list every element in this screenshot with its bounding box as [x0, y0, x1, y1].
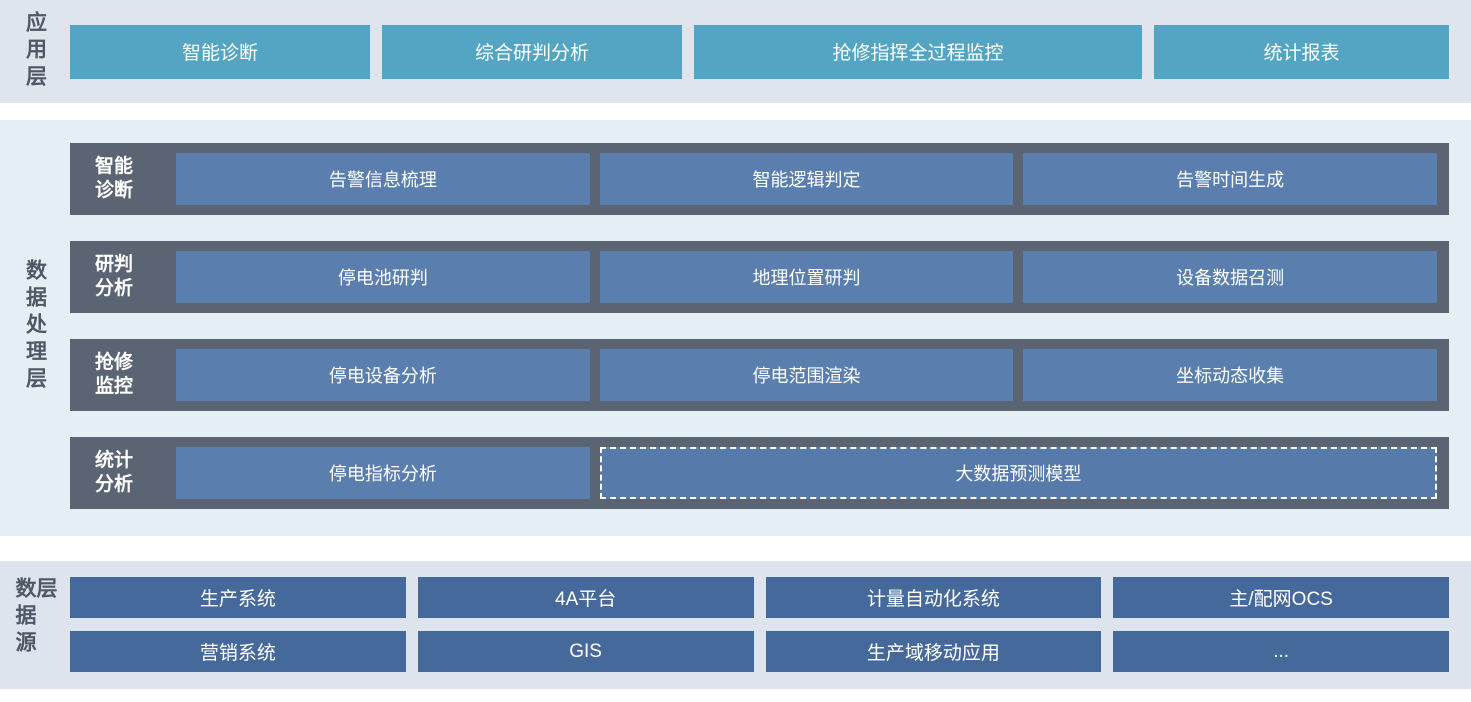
process-box-outage-range-rendering: 停电范围渲染	[599, 349, 1014, 401]
process-box-outage-indicator-analysis: 停电指标分析	[176, 447, 590, 499]
source-layer-label: 数据源层	[13, 577, 57, 658]
process-row-judgment-analysis: 研判分析 停电池研判 地理位置研判 设备数据召测	[70, 241, 1449, 313]
process-row-boxes: 停电池研判 地理位置研判 设备数据召测	[176, 251, 1438, 303]
processing-layer-band: 数据处理层 智能诊断 告警信息梳理 智能逻辑判定 告警时间生成 研判分析 停电池…	[0, 120, 1471, 536]
source-box-4a-platform: 4A平台	[417, 577, 754, 618]
processing-layer-label: 数据处理层	[23, 258, 47, 394]
app-block-intelligent-diagnosis: 智能诊断	[70, 24, 370, 79]
process-row-boxes: 停电指标分析 大数据预测模型	[176, 447, 1437, 499]
process-row-boxes: 停电设备分析 停电范围渲染 坐标动态收集	[176, 349, 1438, 401]
process-box-outage-device-analysis: 停电设备分析	[176, 349, 590, 401]
process-row-label: 统计分析	[95, 450, 134, 495]
process-box-big-data-prediction-model: 大数据预测模型	[599, 447, 1437, 499]
source-box-production-system: 生产系统	[70, 577, 406, 618]
application-layer-label: 应用层	[23, 11, 47, 92]
source-layer-content: 生产系统 4A平台 计量自动化系统 主/配网OCS 营销系统 GIS 生产域移动…	[70, 577, 1449, 672]
process-box-alarm-info-sorting: 告警信息梳理	[176, 153, 590, 205]
source-box-ellipsis: ...	[1113, 631, 1449, 672]
process-row-label: 抢修监控	[95, 352, 134, 397]
app-block-comprehensive-analysis: 综合研判分析	[382, 24, 682, 79]
process-row-boxes: 告警信息梳理 智能逻辑判定 告警时间生成	[176, 153, 1438, 205]
process-row-label: 研判分析	[95, 254, 134, 299]
process-row-intelligent-diagnosis: 智能诊断 告警信息梳理 智能逻辑判定 告警时间生成	[70, 143, 1449, 215]
source-box-production-mobile-app: 生产域移动应用	[765, 631, 1102, 672]
source-box-marketing-system: 营销系统	[70, 631, 406, 672]
source-box-metering-automation-system: 计量自动化系统	[765, 577, 1102, 618]
source-box-main-distribution-ocs: 主/配网OCS	[1113, 577, 1449, 618]
process-box-device-data-call-test: 设备数据召测	[1023, 251, 1438, 303]
source-box-gis: GIS	[417, 631, 754, 672]
process-box-intelligent-logic-judgment: 智能逻辑判定	[599, 153, 1014, 205]
source-layer-label-column: 数据源层	[0, 577, 70, 672]
process-row-repair-monitoring: 抢修监控 停电设备分析 停电范围渲染 坐标动态收集	[70, 339, 1449, 411]
processing-layer-label-column: 数据处理层	[0, 143, 70, 509]
processing-layer-content: 智能诊断 告警信息梳理 智能逻辑判定 告警时间生成 研判分析 停电池研判 地理位…	[70, 143, 1449, 509]
app-block-statistical-reports: 统计报表	[1154, 24, 1449, 79]
app-block-repair-command-monitoring: 抢修指挥全过程监控	[694, 24, 1142, 79]
process-box-outage-battery-judgment: 停电池研判	[176, 251, 590, 303]
application-layer-band: 应用层 智能诊断 综合研判分析 抢修指挥全过程监控 统计报表	[0, 0, 1471, 103]
application-layer-content: 智能诊断 综合研判分析 抢修指挥全过程监控 统计报表	[70, 0, 1449, 103]
application-layer-label-column: 应用层	[0, 0, 70, 103]
process-box-geographic-location-judgment: 地理位置研判	[599, 251, 1014, 303]
source-layer-band: 数据源层 生产系统 4A平台 计量自动化系统 主/配网OCS 营销系统 GIS …	[0, 561, 1471, 689]
process-row-label: 智能诊断	[95, 156, 134, 201]
process-box-coordinate-dynamic-collection: 坐标动态收集	[1023, 349, 1438, 401]
process-box-alarm-time-generation: 告警时间生成	[1023, 153, 1438, 205]
process-row-statistical-analysis: 统计分析 停电指标分析 大数据预测模型	[70, 437, 1449, 509]
